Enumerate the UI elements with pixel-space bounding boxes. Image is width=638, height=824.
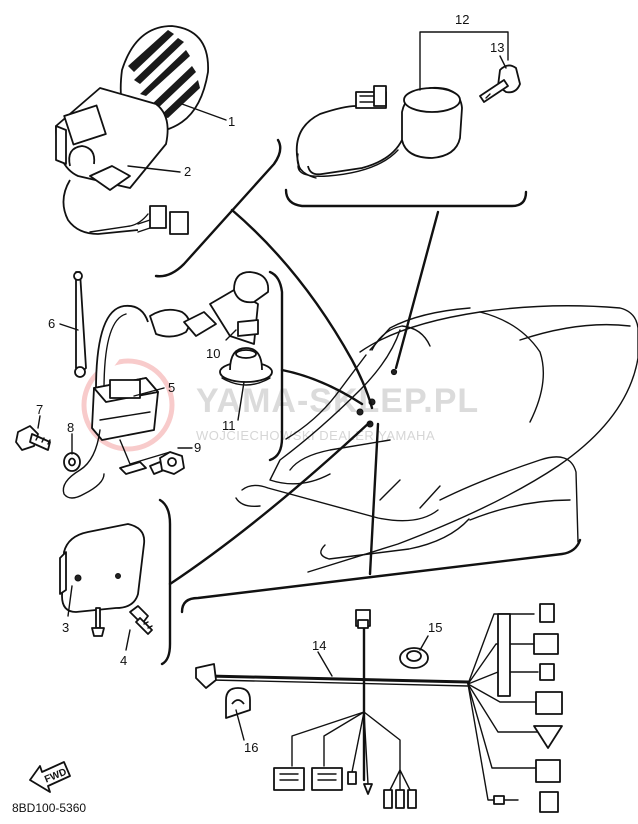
- callout-8: 8: [67, 420, 74, 435]
- callout-6: 6: [48, 316, 55, 331]
- part-6-band: [73, 271, 87, 378]
- leader-12: [419, 31, 509, 91]
- callout-11: 11: [222, 418, 236, 433]
- callout-5: 5: [168, 380, 175, 395]
- callout-4: 4: [120, 653, 127, 668]
- leader-2: [127, 165, 181, 173]
- leader-1: [181, 103, 227, 121]
- callout-15: 15: [428, 620, 442, 635]
- diagram-code: 8BD100-5360: [12, 801, 86, 815]
- part-7-bolt: [15, 425, 51, 451]
- bracket-switch-group: [284, 188, 528, 208]
- part-8-washer: [63, 452, 81, 472]
- callout-16: 16: [244, 740, 258, 755]
- fwd-direction-arrow: FWD: [29, 761, 71, 793]
- callout-13: 13: [490, 40, 504, 55]
- part-12-main-switch: [295, 85, 463, 179]
- bracket-ignition-group: [268, 270, 284, 462]
- callout-2: 2: [184, 164, 191, 179]
- callout-1: 1: [228, 114, 235, 129]
- part-14-wire-harness: [195, 603, 563, 813]
- pointer-ignition: [280, 368, 364, 406]
- leader-5: [133, 387, 165, 397]
- watermark-subtitle: WOJCIECHOWSKI DEALER YAMAHA: [196, 428, 435, 443]
- snowmobile-outline: [235, 305, 638, 573]
- callout-10: 10: [206, 346, 220, 361]
- part-10-plug-cap: [149, 271, 270, 345]
- callout-numbers: 1 2 3 4 5 6 7 8 9 10 11 12 13 14 15 16: [36, 12, 504, 755]
- leader-3: [67, 585, 73, 617]
- leader-lines: [37, 31, 509, 741]
- callout-9: 9: [194, 440, 201, 455]
- part-15-grommet: [399, 647, 429, 669]
- leader-11: [237, 381, 245, 421]
- leader-6: [59, 323, 79, 331]
- bracket-handlebar-group: [154, 138, 282, 278]
- pointer-handlebar: [230, 208, 374, 410]
- leader-14: [317, 651, 333, 677]
- pointer-lines: [168, 208, 440, 586]
- leader-16: [235, 709, 245, 741]
- pointer-harness: [368, 422, 380, 576]
- leader-15: [419, 635, 429, 651]
- pointer-cdi: [168, 420, 372, 586]
- bracket-harness-group: [180, 538, 582, 614]
- leader-7: [37, 415, 41, 429]
- leader-4: [125, 629, 131, 651]
- part-9-nut: [159, 451, 185, 475]
- leader-13: [499, 55, 507, 69]
- callout-3: 3: [62, 620, 69, 635]
- part-13-ignition-key: [479, 64, 521, 103]
- part-4-screw: [129, 605, 153, 635]
- callout-7: 7: [36, 402, 43, 417]
- part-3-cdi-unit: [59, 523, 146, 637]
- part-11-cap-cover: [219, 347, 273, 386]
- callout-12: 12: [455, 12, 469, 27]
- leader-10: [225, 329, 237, 341]
- callout-14: 14: [312, 638, 326, 653]
- watermark-logo-ring: [81, 358, 175, 452]
- bracket-cdi-group: [158, 498, 172, 666]
- part-16-clamp: [225, 687, 251, 719]
- pointer-switch: [394, 210, 440, 370]
- part-2-switch-housing: [55, 87, 189, 235]
